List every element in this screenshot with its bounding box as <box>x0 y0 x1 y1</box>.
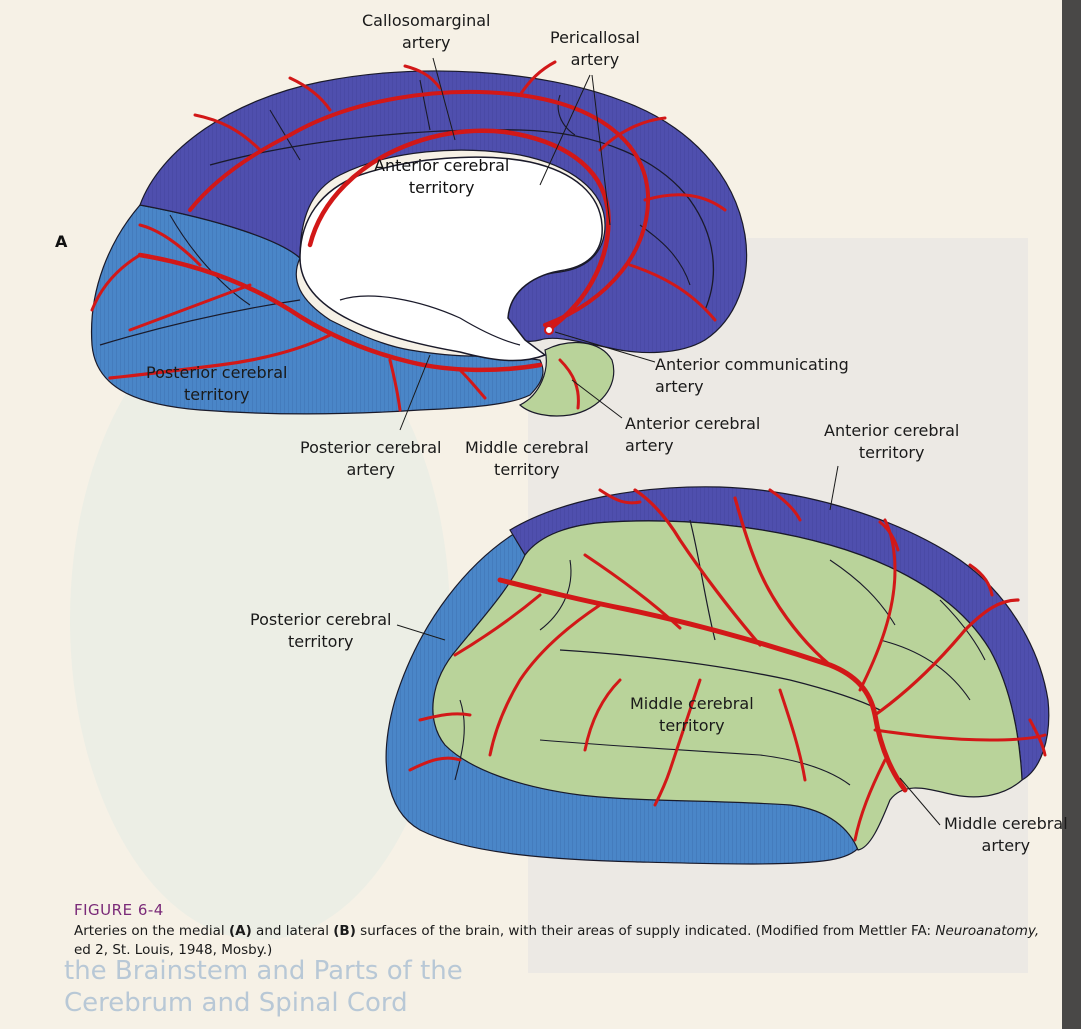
posterior-branch-6 <box>388 358 402 412</box>
anterior-communicating-marker <box>544 325 554 335</box>
anterior-lateral-branch-2 <box>768 488 802 522</box>
pericallosal-artery-vessel <box>307 128 611 333</box>
medial-sulcus-4 <box>639 224 691 286</box>
lateral-branch-4 <box>873 598 1020 717</box>
anterior-territory-medial <box>139 70 748 354</box>
medial-sulcus-1 <box>269 109 301 161</box>
background-heading-text: the Brainstem and Parts of the Cerebrum … <box>64 956 463 1018</box>
medial-branch-4 <box>193 113 262 152</box>
posterior-cerebral-artery-label: Posterior cerebral artery <box>300 438 442 479</box>
anterior-cerebral-artery-label: Anterior cerebral artery <box>625 414 761 455</box>
anterior-lateral-branch-4 <box>968 563 994 597</box>
lateral-branch-12 <box>583 678 622 752</box>
medial-branch-2 <box>403 64 442 90</box>
medial-branch-5 <box>643 193 727 212</box>
lateral-sulcus <box>559 649 881 711</box>
parieto-occipital-sulcus <box>169 214 251 306</box>
posterior-branch-5 <box>458 368 487 400</box>
lateral-branch-13 <box>418 712 472 722</box>
posterior-cerebral-artery-vessel <box>137 252 543 373</box>
anterior-cerebral-territory-lateral-label: Anterior cerebral territory <box>824 421 960 462</box>
corpus-callosum <box>299 156 603 362</box>
posterior-branch-2 <box>128 283 252 332</box>
lateral-branch-7 <box>853 758 887 842</box>
medial-sulcus-2 <box>419 79 431 131</box>
lateral-branch-14 <box>408 756 462 772</box>
medial-branch-7 <box>598 116 667 152</box>
posterior-branch-4 <box>138 223 202 267</box>
middle-cerebral-territory-medial-label: Middle cerebral territory <box>465 438 589 479</box>
lateral-branch-8 <box>488 603 602 757</box>
lateral-branch-11 <box>778 688 807 782</box>
lateral-branch-2 <box>633 488 762 647</box>
middle-cerebral-territory-lateral-label: Middle cerebral territory <box>630 694 754 735</box>
calcarine-sulcus <box>99 299 301 346</box>
medial-branch-1 <box>518 60 557 97</box>
figure-title: FIGURE 6-4 <box>74 901 164 919</box>
lateral-arteries <box>408 488 1047 842</box>
anterior-lateral-branch-1 <box>598 488 642 505</box>
lateral-branch-6 <box>873 728 1047 742</box>
anterior-lateral-branch-5 <box>1028 718 1047 757</box>
anterior-communicating-artery-label: Anterior communicating artery <box>655 355 849 396</box>
lateral-branch-9 <box>453 593 542 657</box>
middle-territory-medial <box>518 341 615 417</box>
medial-branch-6 <box>628 263 717 322</box>
lateral-branch-3 <box>583 553 682 630</box>
panel-letter-a: A <box>55 232 68 251</box>
leader-lines-lateral <box>396 465 941 826</box>
callosomarginal-artery-label: Callosomarginal artery <box>362 11 491 52</box>
cingulate-sulcus <box>209 129 714 311</box>
lateral-sulcus-d <box>454 699 465 781</box>
lateral-sulcus-b <box>829 559 896 626</box>
posterior-branch-1 <box>108 333 332 380</box>
anterior-cerebral-territory-medial-label: Anterior cerebral territory <box>374 156 510 197</box>
middle-cerebral-artery-trunk <box>497 577 908 793</box>
lateral-branch-1 <box>733 496 832 667</box>
middle-territory-lateral <box>432 520 1023 851</box>
leader-lines-medial <box>399 57 656 431</box>
superior-temporal-sulcus <box>539 739 851 786</box>
right-page-edge <box>1062 0 1081 1029</box>
lateral-sulcus-a <box>539 559 572 631</box>
middle-cerebral-artery-label: Middle cerebral artery <box>944 814 1068 855</box>
lateral-branch-10 <box>653 678 702 807</box>
posterior-branch-3 <box>90 253 142 312</box>
pericallosal-artery-label: Pericallosal artery <box>550 28 640 69</box>
posterior-territory-medial <box>90 204 544 415</box>
central-sulcus <box>689 519 716 641</box>
figure-caption: Arteries on the medial (A) and lateral (… <box>74 923 1040 958</box>
medial-brain-surface <box>90 70 748 417</box>
medial-sulcus-3 <box>557 94 576 136</box>
posterior-cerebral-territory-lateral-label: Posterior cerebral territory <box>250 610 392 651</box>
posterior-cerebral-territory-medial-label: Posterior cerebral territory <box>146 363 288 404</box>
lateral-sulcus-c <box>879 639 971 701</box>
anterior-lateral-branch-3 <box>878 520 900 552</box>
medial-branch-3 <box>288 76 332 112</box>
background-ghost-illustration <box>70 300 450 940</box>
fornix-outline <box>339 295 521 346</box>
